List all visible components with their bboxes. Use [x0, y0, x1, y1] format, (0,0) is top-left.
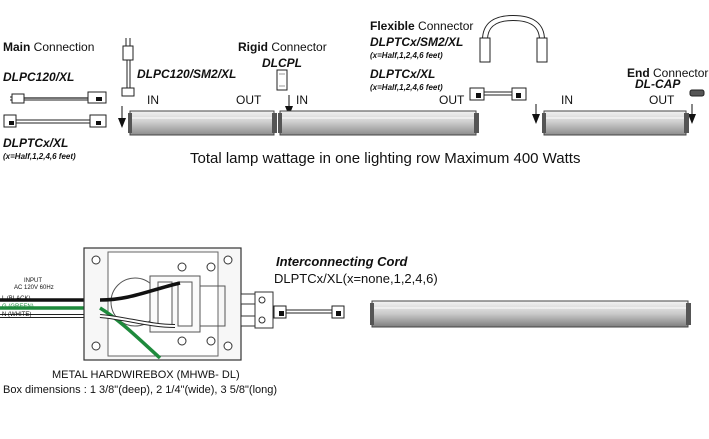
flexible-cord-graphic — [469, 87, 527, 101]
interconnecting-cord-model: DLPTCx/XL(x=none,1,2,4,6) — [274, 271, 438, 286]
fixture-bottom — [370, 300, 691, 328]
port-in-label: IN — [147, 93, 159, 107]
wire-label-green: G (GREEN) — [2, 304, 34, 310]
port-out-label: OUT — [439, 93, 465, 107]
flexible-note-2: (x=Half,1,2,4,6 feet) — [370, 83, 443, 92]
hardwire-box-dimensions: Box dimensions : 1 3/8"(deep), 2 1/4"(wi… — [3, 384, 278, 396]
port-in-label: IN — [561, 93, 573, 107]
flexible-note-1: (x=Half,1,2,4,6 feet) — [370, 51, 443, 60]
port-in-label: IN — [296, 93, 308, 107]
end-cap-graphic — [689, 89, 705, 97]
end-connector-heading: End Connector — [627, 66, 709, 80]
plug-model: DLPC120/SM2/XL — [137, 67, 237, 81]
hardwire-box-graphic — [83, 247, 274, 361]
fixture-top-2 — [278, 110, 479, 136]
fixture-top-1 — [128, 110, 277, 136]
wire-label-black: L (BLACK) — [2, 296, 31, 302]
main-model-2-note: (x=Half,1,2,4,6 feet) — [3, 152, 76, 161]
interconnecting-cord-graphic — [273, 305, 345, 319]
flexible-connector-heading: Flexible Connector — [370, 19, 474, 33]
down-arrow-icon — [532, 104, 540, 124]
main-model-2: DLPTCx/XL — [3, 136, 69, 150]
flexible-connector-graphic — [479, 14, 548, 63]
rigid-connector-graphic — [276, 69, 288, 91]
main-power-cord-graphic — [10, 91, 107, 104]
port-out-label: OUT — [649, 93, 675, 107]
rigid-connector-heading: Rigid Connector — [238, 40, 327, 54]
plug-cord-graphic — [121, 38, 135, 97]
main-connection-heading: Main Connection — [3, 40, 95, 54]
down-arrow-icon — [688, 104, 696, 124]
input-spec: AC 120V 60Hz — [14, 285, 54, 291]
input-wires-graphic — [0, 298, 100, 318]
main-connector-cord-graphic — [3, 114, 107, 128]
main-model-1: DLPC120/XL — [3, 70, 75, 84]
down-arrow-icon — [118, 106, 126, 128]
wattage-caption: Total lamp wattage in one lighting row M… — [190, 150, 581, 167]
port-out-label: OUT — [236, 93, 262, 107]
rigid-connector-model: DLCPL — [262, 56, 302, 70]
end-connector-model: DL-CAP — [635, 77, 681, 91]
interconnecting-cord-title: Interconnecting Cord — [276, 254, 408, 269]
fixture-top-3 — [542, 110, 689, 136]
flexible-model-1: DLPTCx/SM2/XL — [370, 35, 464, 49]
hardwire-box-title: METAL HARDWIREBOX (MHWB- DL) — [52, 369, 240, 381]
flexible-model-2: DLPTCx/XL — [370, 67, 436, 81]
input-title: INPUT — [24, 278, 42, 284]
wire-label-white: N (WHITE) — [2, 312, 32, 318]
